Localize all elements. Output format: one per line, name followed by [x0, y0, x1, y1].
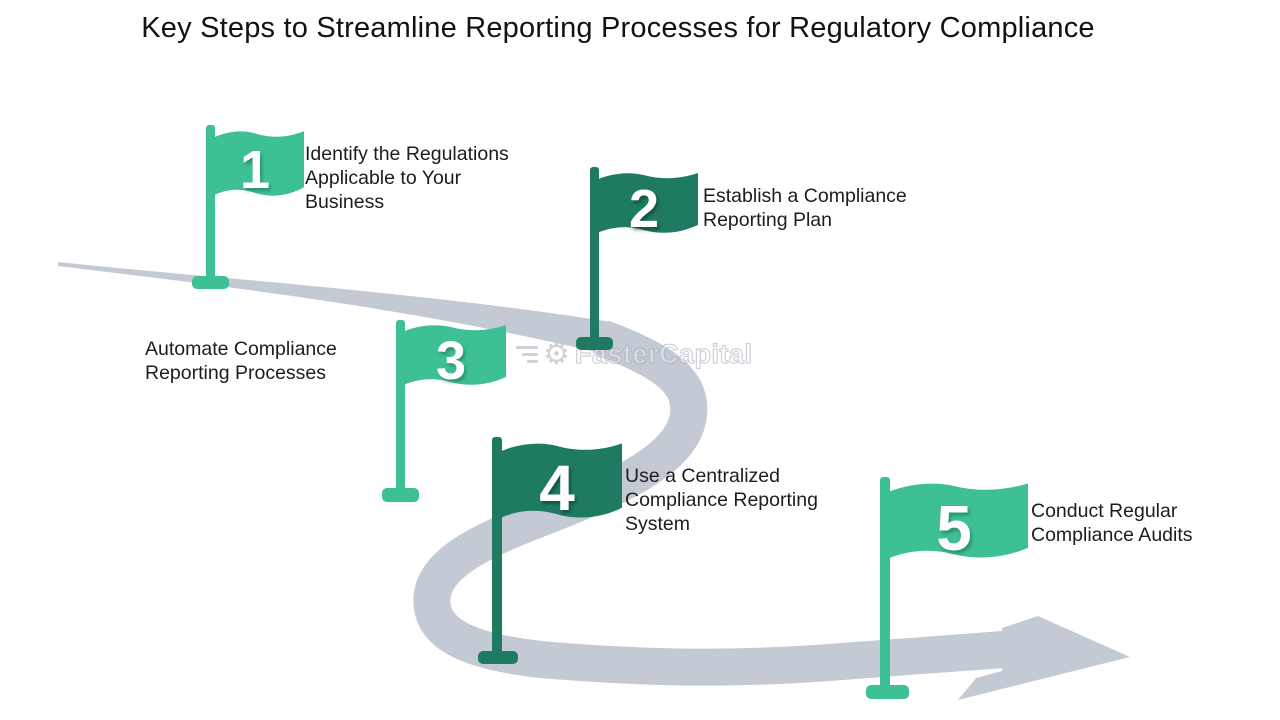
flag-pole [206, 125, 215, 279]
flag-pole [880, 477, 890, 688]
step-label-5: Conduct Regular Compliance Audits [1031, 500, 1193, 546]
flag-banner-icon [492, 443, 622, 523]
speed-lines-icon [516, 346, 538, 363]
flag-pole [590, 167, 599, 340]
flag-base [576, 337, 613, 350]
road-curve-segment [413, 320, 1012, 686]
flag-banner-icon [590, 173, 698, 237]
page-title: Key Steps to Streamline Reporting Proces… [141, 12, 1095, 44]
flag-base [192, 276, 229, 289]
flag-pole [492, 437, 502, 654]
flag-pole [396, 320, 405, 490]
step-number: 2 [628, 179, 660, 239]
flag-banner-icon [396, 325, 506, 389]
road-arrowhead-icon [958, 616, 1130, 700]
flag-base [478, 651, 518, 664]
step-number: 3 [435, 331, 467, 391]
step-label-1: Identify the Regulations Applicable to Y… [305, 143, 509, 213]
step-number: 4 [539, 452, 575, 524]
step-label-3: Automate Compliance Reporting Processes [145, 338, 337, 384]
step-label-4: Use a Centralized Compliance Reporting S… [625, 465, 818, 535]
step-number: 5 [936, 492, 972, 564]
flag-banner-icon [206, 131, 304, 200]
step-number: 1 [239, 140, 271, 200]
gear-icon: ⚙ [543, 337, 570, 371]
step-label-2: Establish a Compliance Reporting Plan [703, 185, 907, 231]
flag-base [866, 685, 909, 699]
flag-banner-icon [880, 483, 1028, 563]
road-start-segment [58, 262, 612, 356]
flag-base [382, 488, 419, 502]
